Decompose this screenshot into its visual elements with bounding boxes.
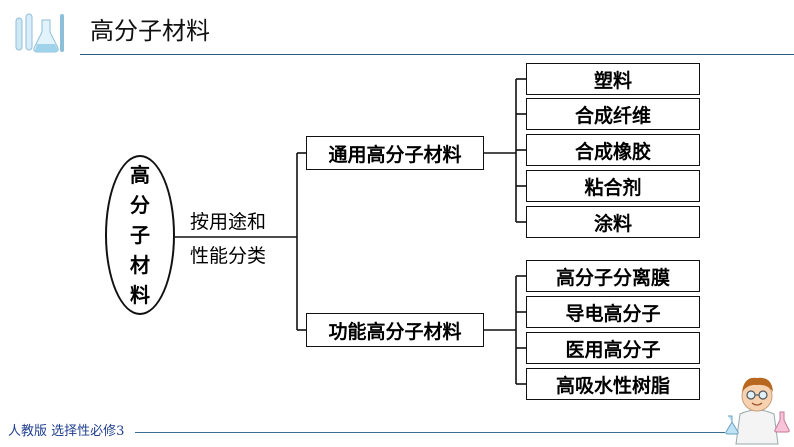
header-divider xyxy=(80,54,794,55)
root-char: 子 xyxy=(130,223,150,247)
footer-divider xyxy=(135,432,725,433)
branch-functional-polymers: 功能高分子材料 xyxy=(306,313,484,347)
leaf-node: 合成橡胶 xyxy=(526,134,700,166)
root-node: 高 分 子 材 料 xyxy=(105,155,175,315)
root-char: 高 xyxy=(130,163,150,187)
branch-general-polymers: 通用高分子材料 xyxy=(306,136,484,170)
page-title: 高分子材料 xyxy=(90,17,210,45)
criterion-line-2: 性能分类 xyxy=(190,245,267,267)
root-char: 分 xyxy=(130,193,150,217)
criterion-line-1: 按用途和 xyxy=(190,211,267,233)
leaf-node: 合成纤维 xyxy=(526,98,700,130)
lab-glassware-icon xyxy=(15,13,64,53)
footer-textbook-edition: 人教版 选择性必修3 xyxy=(8,424,125,439)
leaf-node: 医用高分子 xyxy=(526,332,700,364)
leaf-node: 粘合剂 xyxy=(526,170,700,202)
root-char: 材 xyxy=(130,253,150,277)
leaf-node: 塑料 xyxy=(526,63,700,95)
root-char: 料 xyxy=(130,283,150,307)
leaf-node: 高分子分离膜 xyxy=(526,260,700,292)
leaf-node: 高吸水性树脂 xyxy=(526,368,700,400)
scientist-mascot-icon xyxy=(725,377,790,445)
leaf-node: 涂料 xyxy=(526,206,700,238)
leaf-node: 导电高分子 xyxy=(526,296,700,328)
